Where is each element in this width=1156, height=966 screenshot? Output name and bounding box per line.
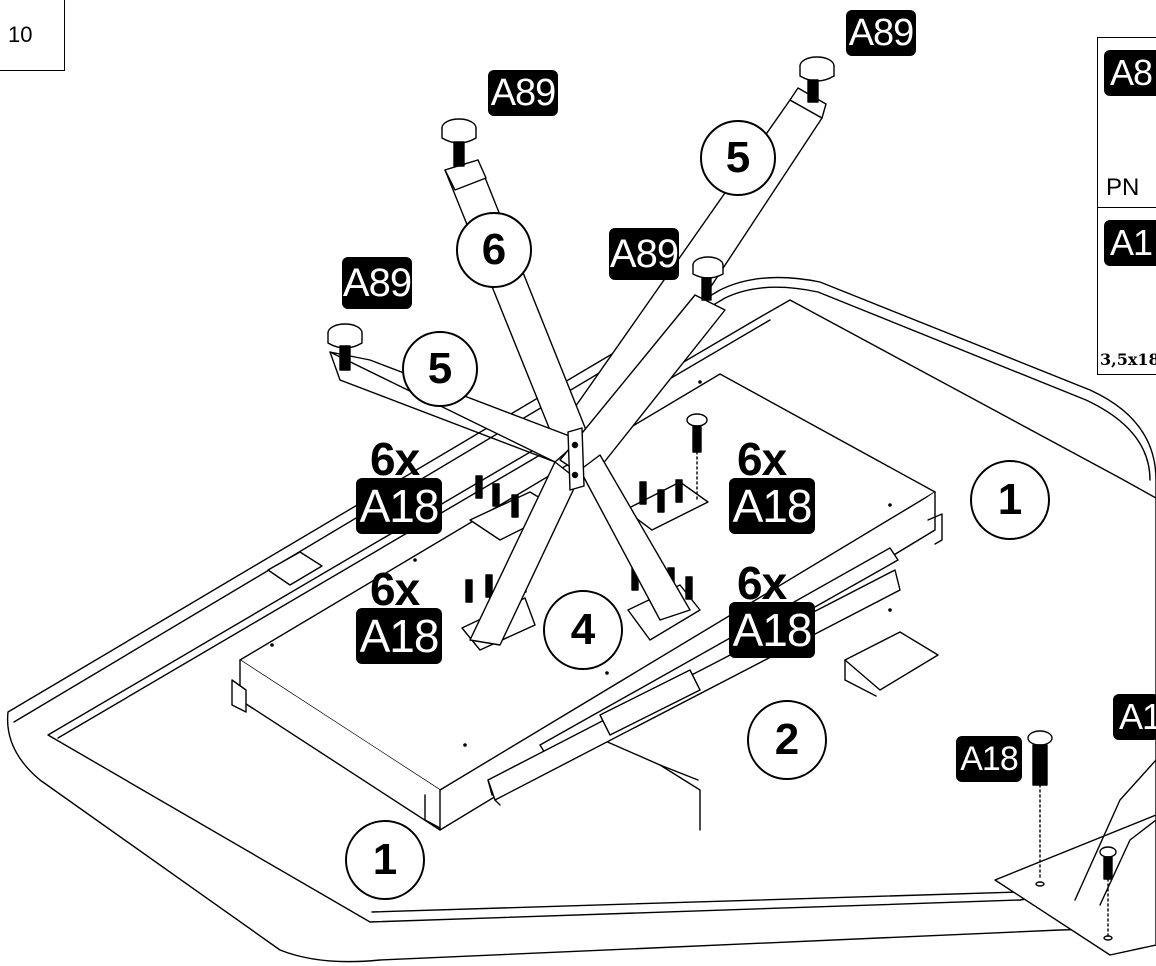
part-number-5-lower: 5 (402, 331, 478, 407)
tag-a89-mid: A89 (609, 228, 679, 280)
legend-tag-2: A1 (1104, 220, 1156, 266)
tag-a18-tl: A18 (356, 478, 442, 534)
filler-strip-left (267, 551, 323, 586)
legend-text-1: PN (1106, 174, 1140, 201)
legend-divider (1098, 207, 1156, 208)
exploded-screw (686, 413, 708, 501)
tag-a89-left: A89 (342, 257, 412, 309)
legend-text-2: 3,5x18 (1100, 350, 1156, 369)
tag-a18-tr: A18 (729, 478, 815, 534)
detail-view (994, 730, 1156, 956)
leg-lower-to-plate-br (579, 454, 691, 621)
step-number: 10 (8, 22, 33, 47)
tag-a18-detail: A18 (956, 736, 1022, 782)
part-number-1-right: 1 (970, 460, 1050, 540)
part-number-2: 2 (747, 700, 827, 780)
tag-a18-br: A18 (729, 602, 815, 658)
filler-strip-right (844, 631, 939, 691)
part-number-6: 6 (456, 212, 532, 288)
table-top-bevel (13, 286, 1151, 723)
parts-legend: A8 PN A1 3,5x18 (1097, 37, 1156, 375)
foot-left (327, 323, 363, 371)
tag-a18-bl: A18 (356, 608, 442, 664)
center-hub (567, 427, 585, 491)
part-number-4: 4 (543, 590, 623, 670)
screws-tl (475, 475, 519, 518)
qty-br: 6x (737, 557, 787, 609)
part-number-5-upper: 5 (700, 120, 776, 196)
qty-bl: 6x (370, 563, 420, 615)
tag-a1-detail: A1 (1113, 694, 1156, 740)
foot-mid (692, 256, 724, 301)
foot-top-left (441, 118, 477, 167)
foot-top-right (799, 56, 835, 103)
part-number-1-left: 1 (345, 820, 425, 900)
qty-tr: 6x (737, 433, 787, 485)
qty-tl: 6x (370, 433, 420, 485)
legend-tag-1: A8 (1104, 50, 1156, 96)
screws-tr (639, 479, 683, 513)
tag-a89-top-left: A89 (488, 70, 558, 116)
step-number-box: 10 (0, 0, 65, 71)
tag-a89-top-right: A89 (846, 10, 916, 56)
hole-dots (270, 380, 892, 747)
